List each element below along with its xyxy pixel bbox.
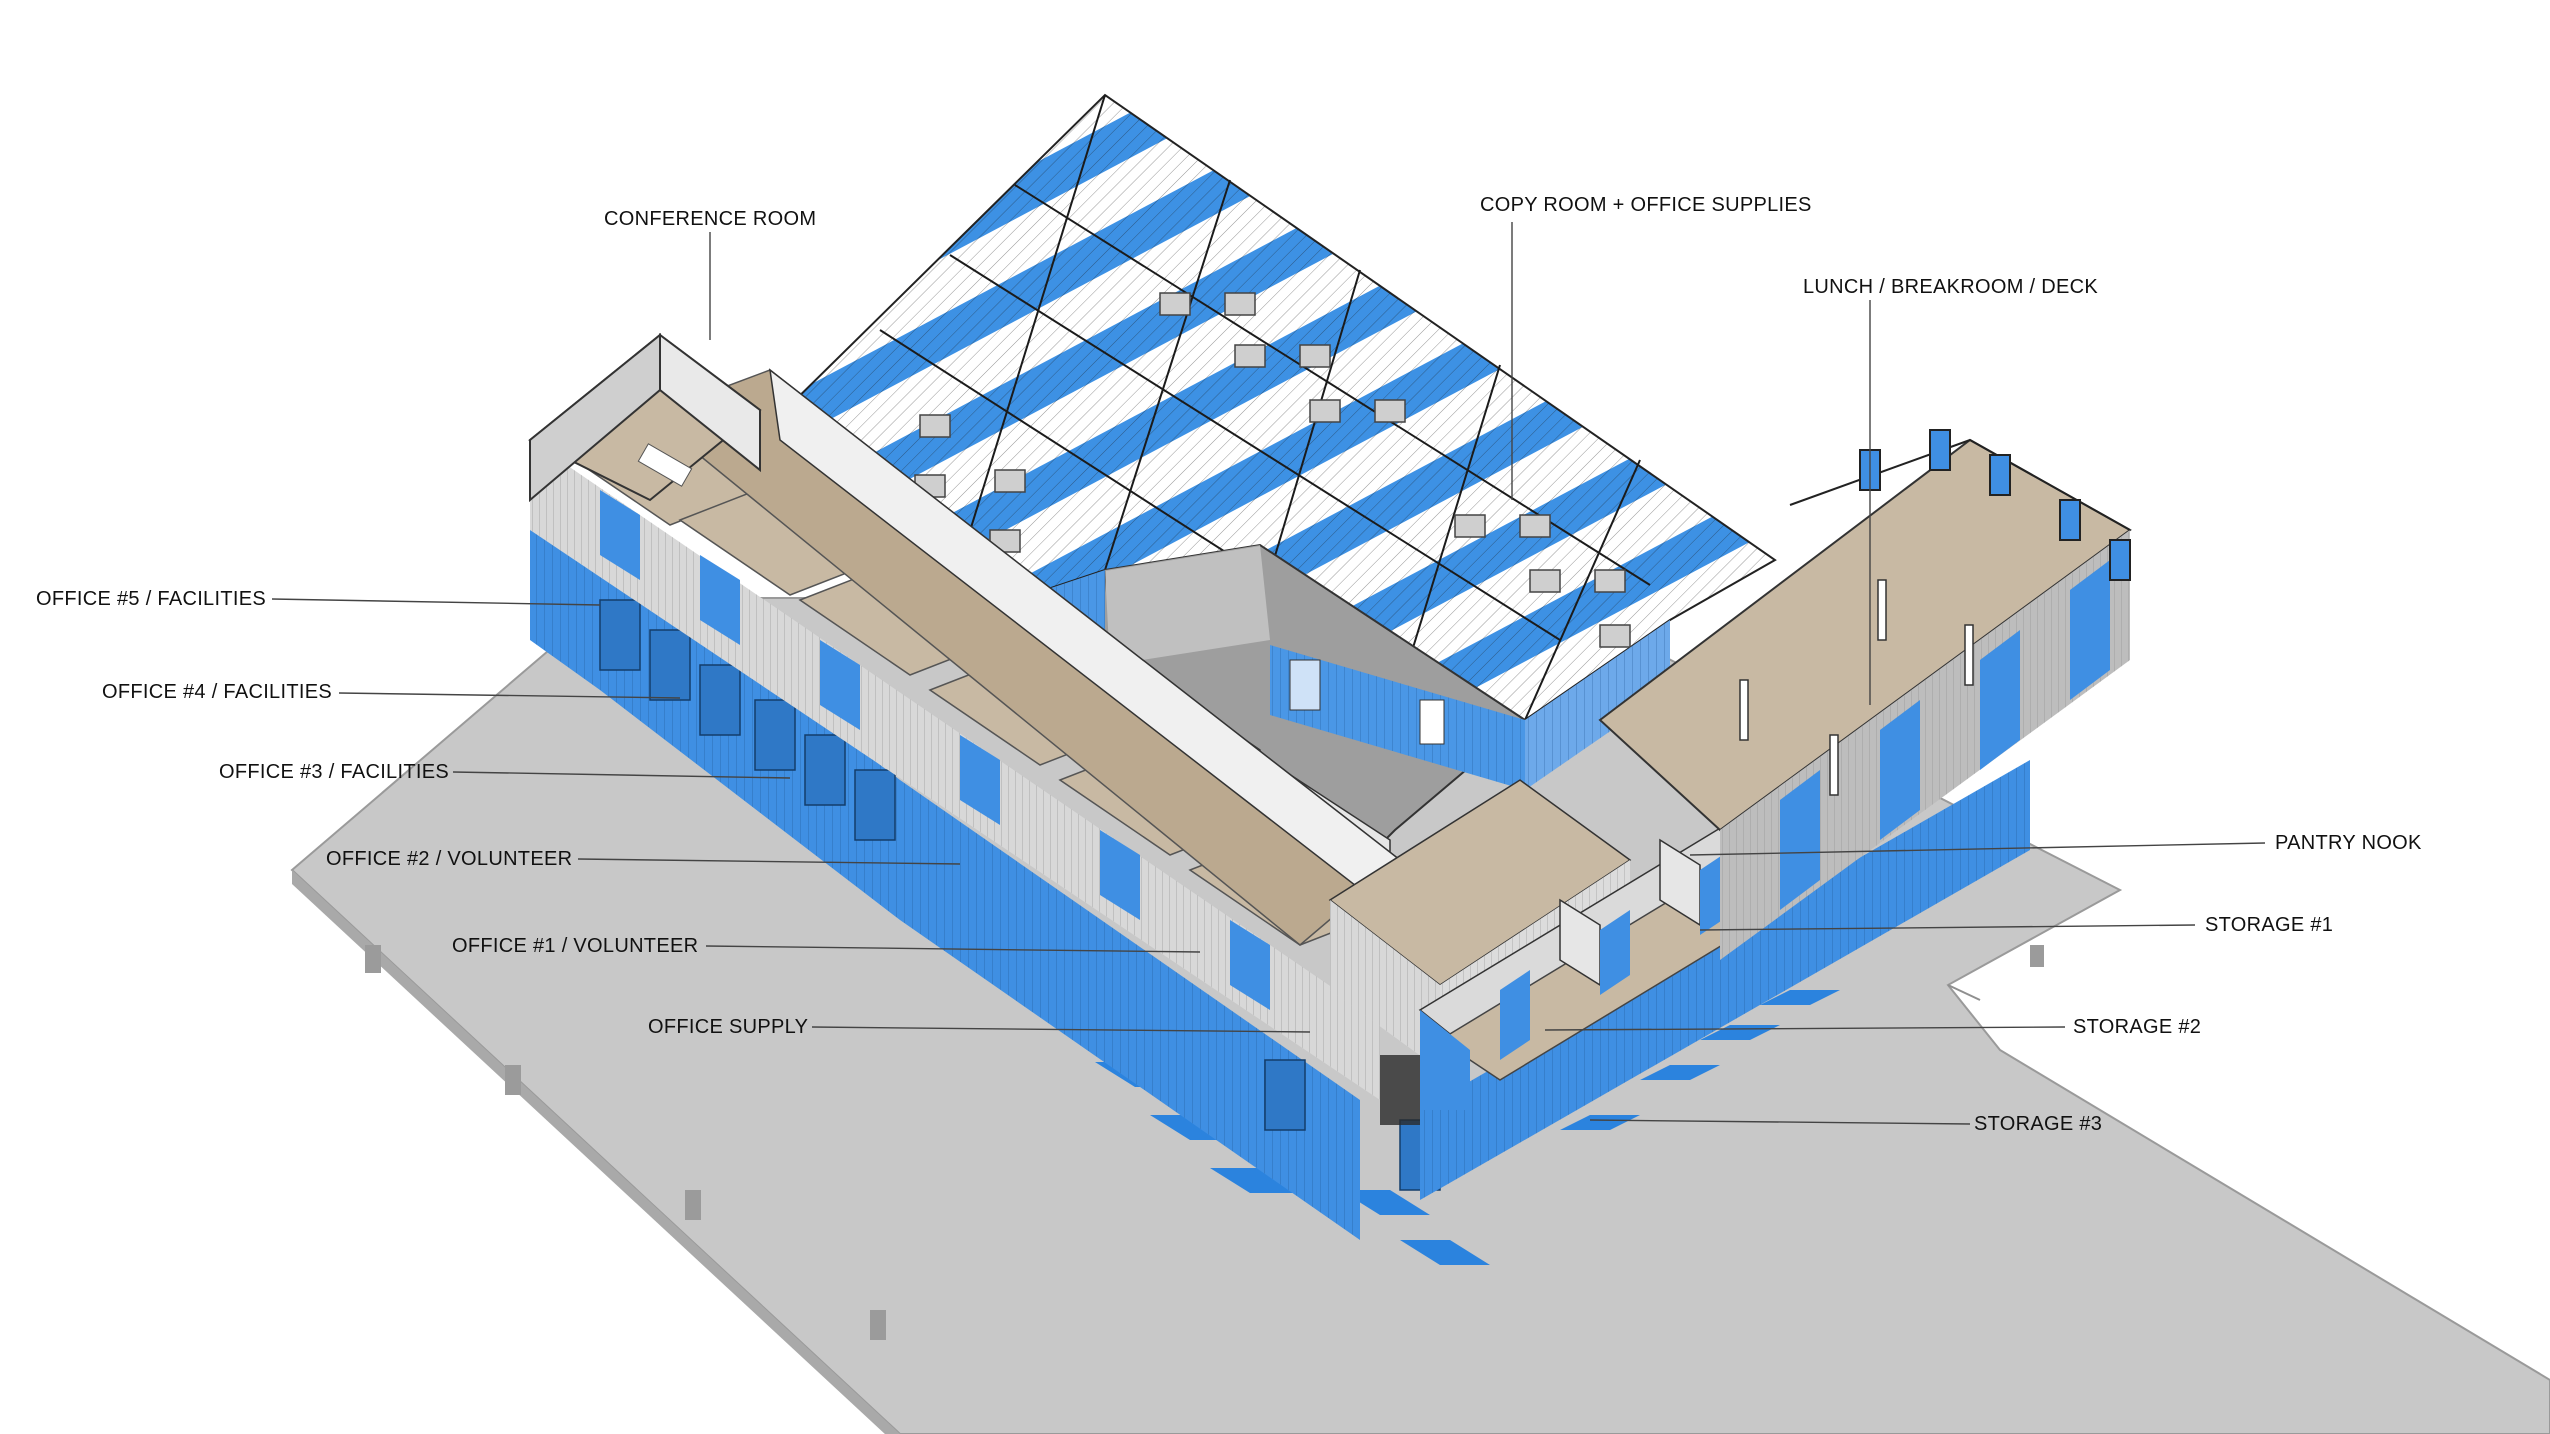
label-pantry-nook: PANTRY NOOK xyxy=(2275,832,2422,854)
label-office-2: OFFICE #2 / VOLUNTEER xyxy=(326,848,573,870)
copy-room-roof xyxy=(773,93,1777,722)
label-office-1: OFFICE #1 / VOLUNTEER xyxy=(452,935,699,957)
west-wing xyxy=(528,332,1441,1240)
label-storage-1: STORAGE #1 xyxy=(2205,914,2334,936)
label-office-5: OFFICE #5 / FACILITIES xyxy=(36,588,266,610)
leader-lines xyxy=(271,222,2266,1125)
label-lunch-breakroom: LUNCH / BREAKROOM / DECK xyxy=(1803,276,2099,298)
label-conference-room: CONFERENCE ROOM xyxy=(604,208,817,230)
label-storage-3: STORAGE #3 xyxy=(1974,1113,2103,1135)
label-storage-2: STORAGE #2 xyxy=(2073,1016,2202,1038)
label-office-3: OFFICE #3 / FACILITIES xyxy=(219,761,449,783)
label-office-4: OFFICE #4 / FACILITIES xyxy=(102,681,332,703)
label-office-supply: OFFICE SUPPLY xyxy=(648,1016,809,1038)
label-copy-room: COPY ROOM + OFFICE SUPPLIES xyxy=(1480,194,1812,216)
